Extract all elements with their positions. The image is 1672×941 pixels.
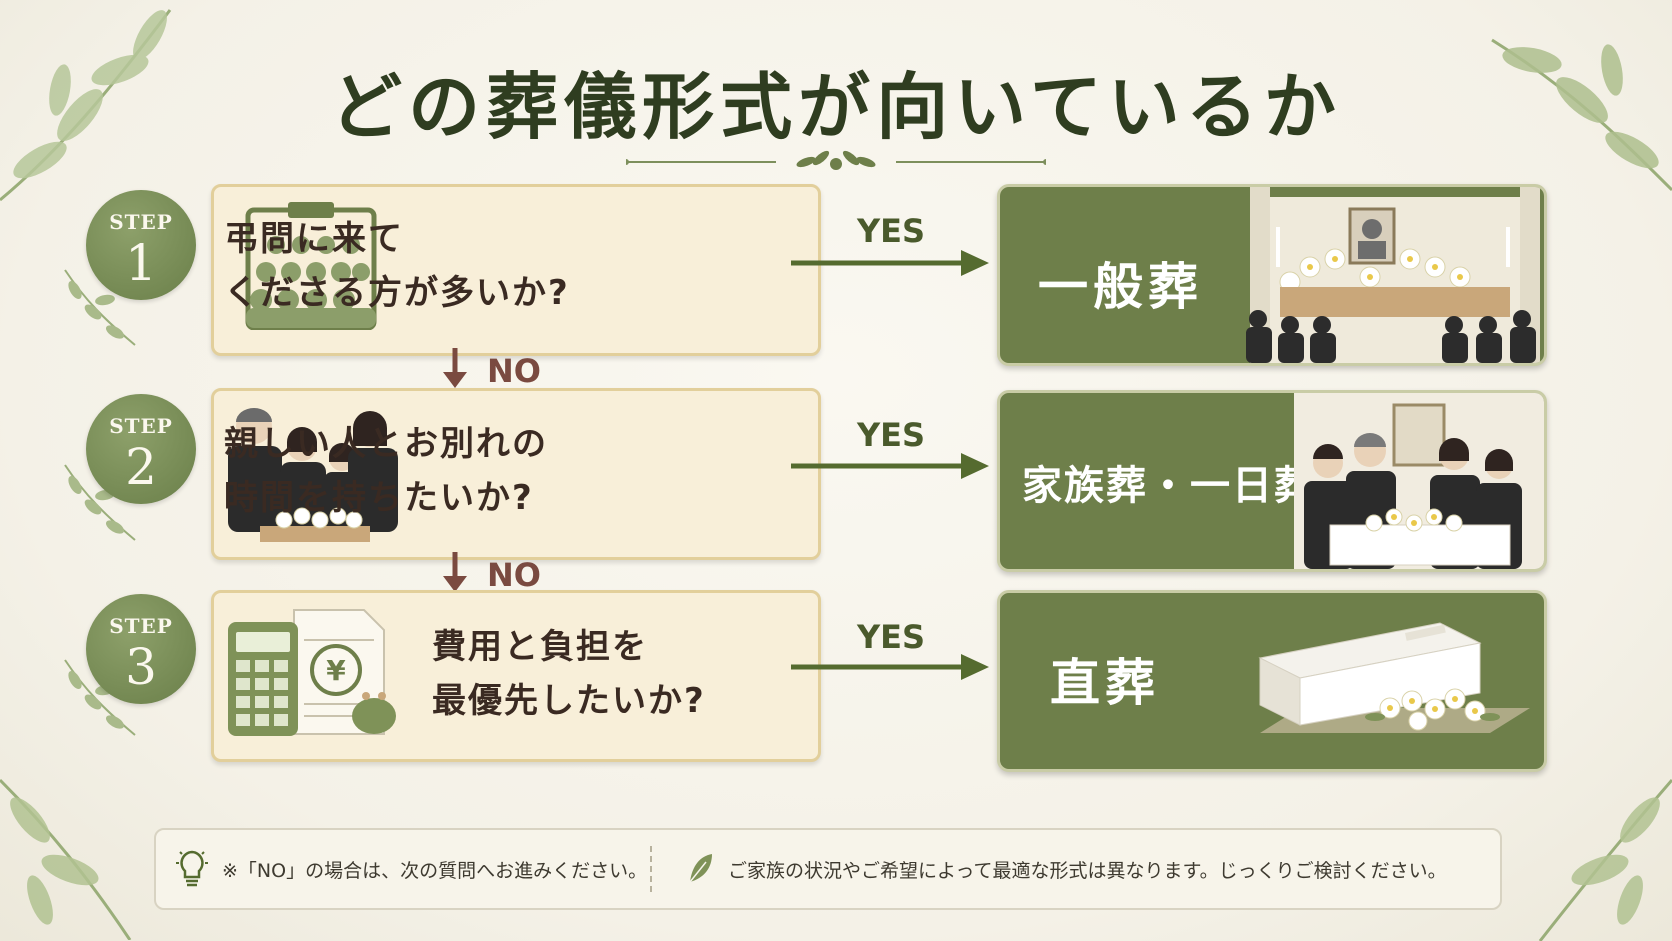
arrow-right-icon bbox=[791, 250, 989, 276]
no-label-1: NO bbox=[487, 352, 541, 390]
question-3-line-2: 最優先したいか? bbox=[432, 681, 706, 721]
question-3-line-1: 費用と負担を bbox=[432, 627, 648, 667]
group-clipboard-icon bbox=[245, 202, 377, 330]
family-mourners-icon bbox=[1294, 393, 1544, 569]
question-2: 親しい人とお別れの 時間を持ちたいか? bbox=[224, 417, 548, 525]
footer-note-2: ご家族の状況やご希望によって最適な形式は異なります。じっくりご検討ください。 bbox=[728, 860, 1447, 882]
leaf-icon bbox=[689, 854, 712, 883]
funeral-altar-icon bbox=[1246, 187, 1540, 363]
result-box-1: 一般葬 bbox=[997, 184, 1547, 366]
question-1-line-2: くださる方が多いか? bbox=[224, 273, 570, 313]
praying-family-icon bbox=[228, 408, 398, 542]
footer-divider bbox=[650, 846, 652, 892]
step-2-badge: STEP 2 bbox=[86, 394, 196, 504]
yes-label-2: YES bbox=[857, 416, 926, 454]
step-number: 2 bbox=[125, 438, 157, 496]
footer-notes: ※「NO」の場合は、次の質問へお進みください。 ご家族の状況やご希望によって最適… bbox=[154, 828, 1502, 910]
lightbulb-icon bbox=[176, 850, 208, 887]
footer-note-1: ※「NO」の場合は、次の質問へお進みください。 bbox=[222, 860, 648, 882]
result-2-label: 家族葬・一日葬 bbox=[1022, 463, 1316, 509]
leaf-branch-icon bbox=[1538, 779, 1672, 941]
yes-label-3: YES bbox=[857, 618, 926, 656]
step-label: STEP bbox=[109, 614, 173, 638]
arrow-right-icon bbox=[791, 654, 989, 680]
white-coffin-icon bbox=[1258, 622, 1530, 733]
leaf-branch-icon bbox=[0, 778, 132, 940]
arrow-down-icon bbox=[443, 348, 467, 388]
result-box-3: 直葬 bbox=[997, 590, 1547, 772]
question-1-line-1: 弔問に来て bbox=[224, 219, 404, 259]
result-1-label: 一般葬 bbox=[1038, 258, 1203, 316]
arrow-down-icon bbox=[443, 552, 467, 592]
leaf-branch-icon bbox=[0, 9, 172, 202]
svg-text:¥: ¥ bbox=[326, 654, 346, 687]
calculator-yen-icon: ¥ bbox=[228, 609, 396, 736]
step-label: STEP bbox=[109, 414, 173, 438]
question-2-line-1: 親しい人とお別れの bbox=[224, 424, 548, 464]
result-box-2: 家族葬・一日葬 bbox=[997, 390, 1547, 572]
step-3-badge: STEP 3 bbox=[86, 594, 196, 704]
title-divider bbox=[626, 150, 1046, 170]
leaf-sprig-icon bbox=[64, 269, 136, 346]
yes-label-1: YES bbox=[857, 212, 926, 250]
step-number: 1 bbox=[125, 234, 157, 292]
step-label: STEP bbox=[109, 210, 173, 234]
result-3-label: 直葬 bbox=[1050, 654, 1160, 712]
step-number: 3 bbox=[125, 638, 157, 696]
page-title: どの葬儀形式が向いているか bbox=[330, 64, 1342, 149]
question-1: 弔問に来て くださる方が多いか? bbox=[224, 212, 570, 320]
leaf-branch-icon bbox=[1491, 38, 1672, 192]
question-2-line-2: 時間を持ちたいか? bbox=[224, 478, 534, 518]
arrow-right-icon bbox=[791, 453, 989, 479]
question-3: 費用と負担を 最優先したいか? bbox=[432, 620, 706, 728]
no-label-2: NO bbox=[487, 556, 541, 594]
step-1-badge: STEP 1 bbox=[86, 190, 196, 300]
